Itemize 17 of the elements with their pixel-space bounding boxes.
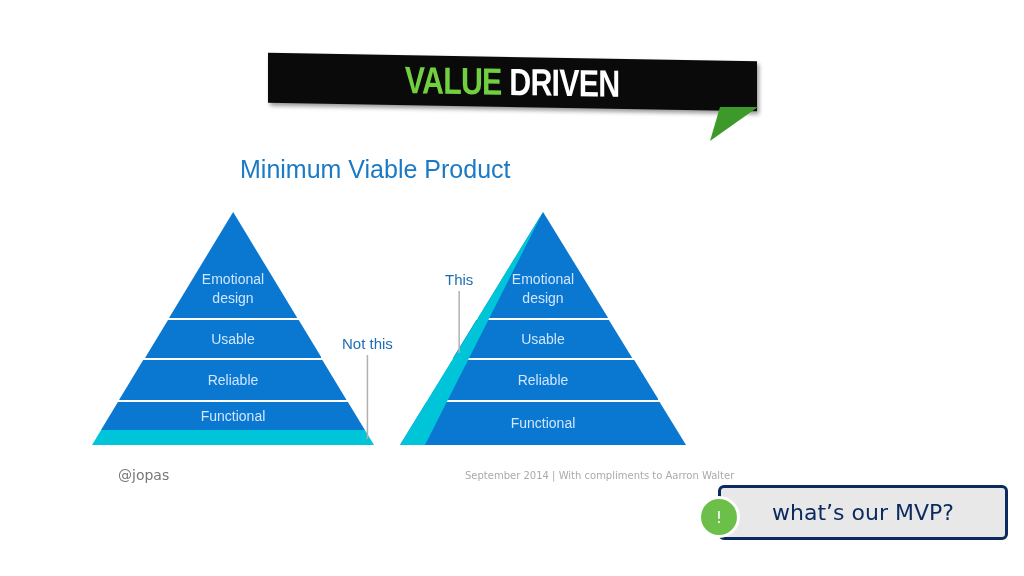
layer-label: Emotional design	[200, 270, 266, 308]
title: VALUE DRIVEN	[405, 58, 620, 106]
callout-text: This	[445, 271, 474, 288]
leader-line	[366, 354, 369, 440]
layer-label: Emotional design	[510, 270, 576, 308]
layer-label: Reliable	[207, 370, 259, 390]
credit-note: September 2014 | With compliments to Aarron Walter	[465, 470, 735, 481]
layer-label: Reliable	[517, 370, 569, 390]
layer-label: Functional	[510, 414, 576, 433]
handle-text: @jopas	[118, 467, 170, 483]
layer-label: Usable	[521, 329, 565, 349]
callout-text: Not this	[342, 335, 393, 352]
leader-line	[458, 290, 460, 354]
layer-label: Functional	[200, 406, 266, 426]
chart-heading: Minimum Viable Product	[240, 155, 511, 184]
alert-badge: !	[698, 496, 740, 538]
layer-label: Usable	[211, 329, 255, 349]
